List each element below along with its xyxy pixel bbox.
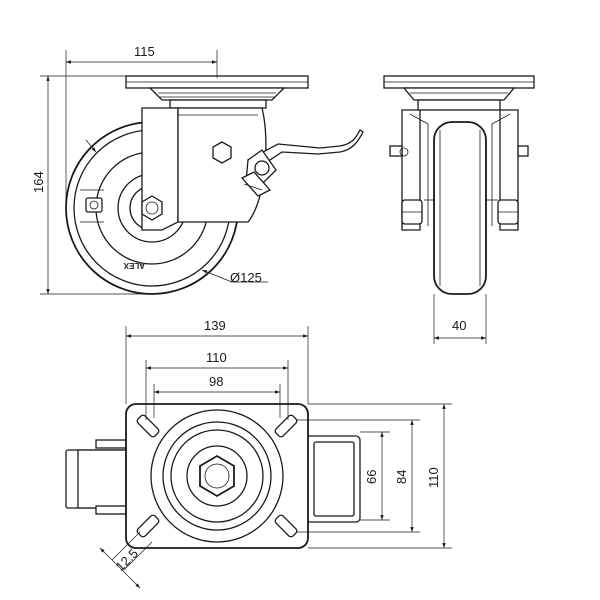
side-wheel: [433, 121, 487, 295]
plan-view: [65, 403, 361, 549]
brake-lever: [247, 129, 364, 174]
front-view: ALEX ALEX Ø125: [65, 75, 364, 295]
dim-mount-width: 115: [134, 44, 155, 59]
plan-center-hex: [199, 454, 235, 498]
dim-plate-width: 110: [426, 467, 441, 488]
dim-slot-size: 12.5: [113, 546, 142, 575]
dim-hole-spacing-outer: 110: [206, 350, 227, 365]
dim-side-84: 84: [394, 470, 409, 484]
plan-bearing-outer: [150, 409, 284, 543]
front-axle-bolt: [141, 195, 163, 221]
dim-hole-spacing-inner: 98: [209, 374, 223, 389]
front-swivel-bearing: [148, 87, 286, 101]
dim-wheel-diameter: Ø125: [230, 270, 262, 285]
side-view: 40: [383, 75, 535, 344]
side-swivel-bearing: [402, 87, 516, 101]
front-dimensions: 115 164: [31, 44, 218, 295]
dim-plate-length: 139: [204, 318, 226, 333]
dim-wheel-width: 40: [452, 318, 466, 333]
brand-logo-tyre: ALEX: [123, 261, 145, 270]
dim-total-height: 164: [31, 171, 46, 193]
dim-side-66: 66: [364, 470, 379, 484]
front-fork-nut: [212, 141, 232, 164]
plan-dimensions: 139 110 98 110 84 66 12.5: [99, 318, 452, 589]
plan-bolt-slots: [136, 414, 298, 538]
